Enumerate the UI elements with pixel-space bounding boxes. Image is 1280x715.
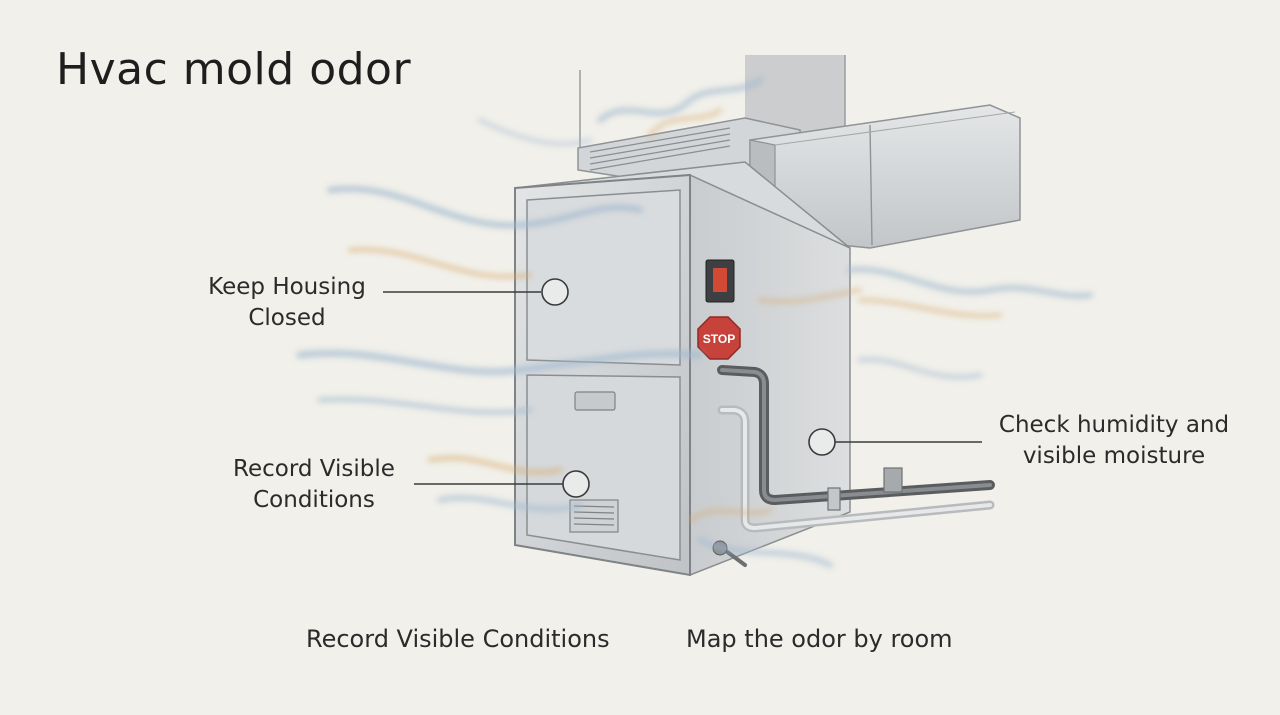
furnace-body <box>514 161 851 577</box>
callout-line: Closed <box>248 305 326 331</box>
callout-line: Record Visible <box>233 456 395 482</box>
callout-record-visible-conditions: Record Visible Conditions <box>214 454 414 516</box>
page-title: Hvac mold odor <box>56 44 412 95</box>
caption-map-odor-by-room: Map the odor by room <box>686 625 953 653</box>
stop-sign: STOP <box>697 316 741 360</box>
marker-humidity <box>808 428 836 456</box>
callout-markers <box>383 278 982 498</box>
upper-door-panel <box>526 189 681 366</box>
callout-line: Keep Housing <box>208 274 366 300</box>
odor-wisps <box>296 77 1093 568</box>
callout-line: Conditions <box>253 487 375 513</box>
marker-housing <box>541 278 569 306</box>
callout-line: visible moisture <box>1022 443 1206 469</box>
door-handle <box>574 391 616 411</box>
stop-sign-text: STOP <box>703 332 735 346</box>
callout-line: Check humidity and <box>998 412 1230 438</box>
callout-check-humidity: Check humidity and visible moisture <box>984 410 1244 472</box>
pipes <box>712 365 995 567</box>
caption-record-visible-conditions: Record Visible Conditions <box>306 625 610 653</box>
marker-conditions <box>562 470 590 498</box>
lower-door-panel <box>526 374 681 561</box>
power-switch <box>705 259 735 303</box>
callout-keep-housing-closed: Keep Housing Closed <box>196 272 378 334</box>
